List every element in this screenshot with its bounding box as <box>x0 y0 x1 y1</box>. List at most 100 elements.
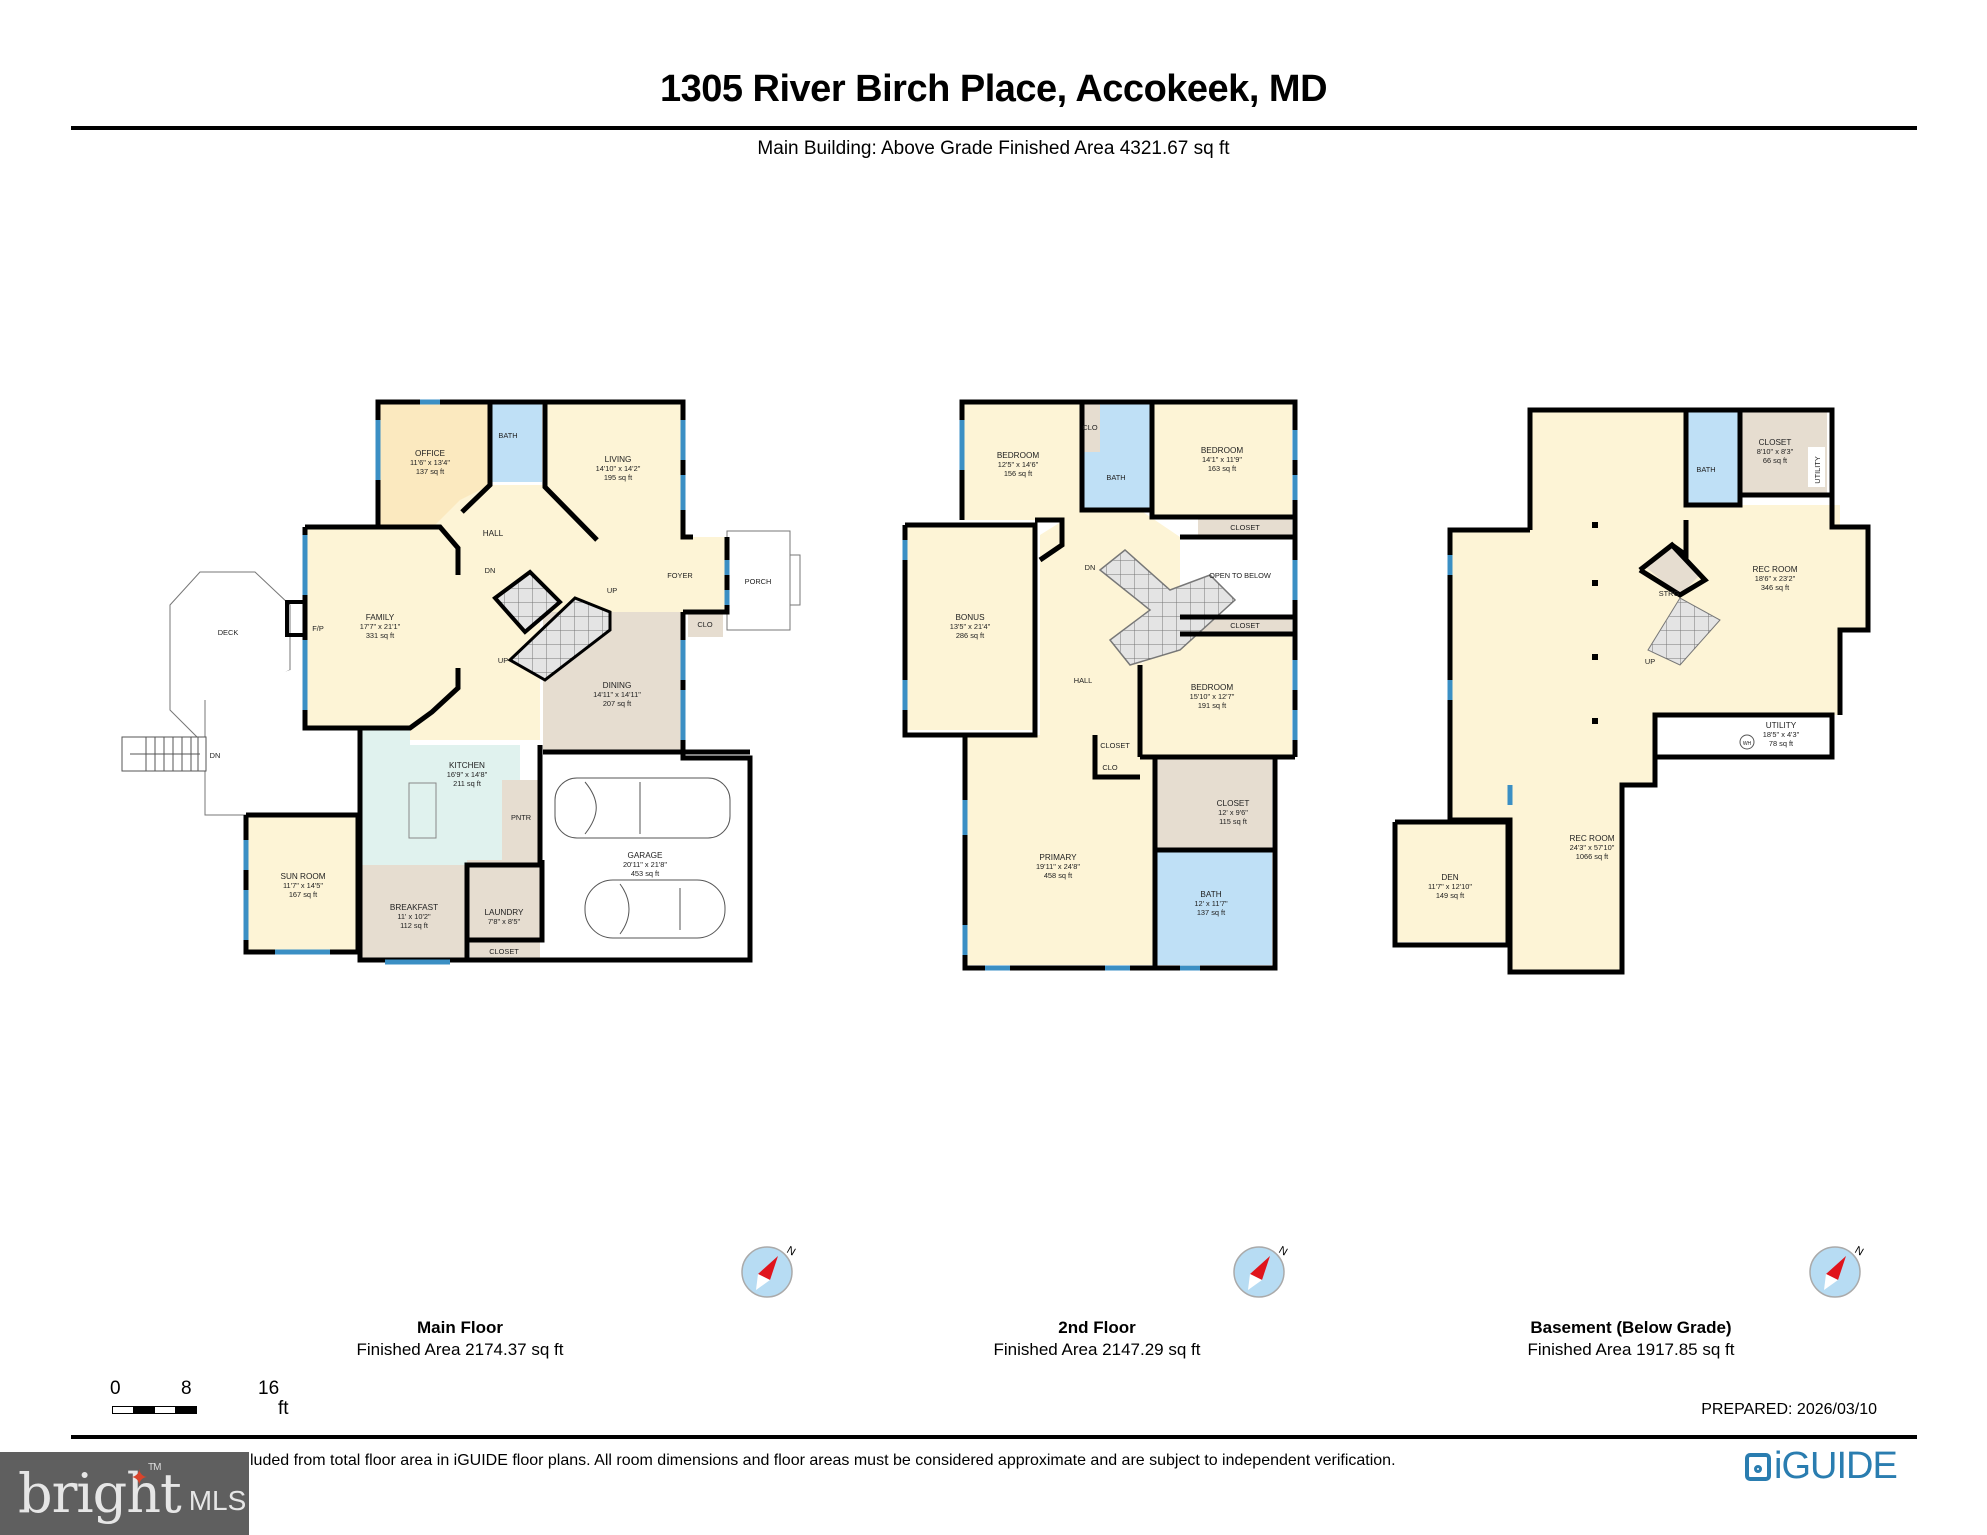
laundry-closet-label: CLOSET <box>489 947 519 956</box>
floor-name: Basement (Below Grade) <box>1530 1318 1732 1337</box>
room-rec-room-small <box>1685 505 1868 715</box>
living-label: LIVING <box>605 455 632 464</box>
room-bath <box>1688 410 1740 505</box>
closet-label: CLOSET <box>1217 799 1250 808</box>
room-foyer-closet <box>688 612 723 637</box>
deck-stairs <box>121 736 207 772</box>
stair-up-label: UP <box>498 656 508 665</box>
main-floor-caption: Main Floor Finished Area 2174.37 sq ft <box>260 1318 660 1360</box>
room-breakfast <box>360 865 467 962</box>
svg-text:331 sq ft: 331 sq ft <box>366 631 394 640</box>
svg-text:66 sq ft: 66 sq ft <box>1763 456 1787 465</box>
svg-text:286 sq ft: 286 sq ft <box>956 631 984 640</box>
svg-text:191 sq ft: 191 sq ft <box>1198 701 1226 710</box>
iguide-logo-icon <box>1745 1452 1771 1481</box>
svg-text:137 sq ft: 137 sq ft <box>1197 908 1225 917</box>
water-heater-icon <box>1739 734 1755 750</box>
dining-label: DINING <box>603 681 632 690</box>
room-hall <box>1040 510 1180 735</box>
pantry-label: PNTR <box>511 813 531 822</box>
basement-stairs <box>1647 597 1721 666</box>
svg-text:458 sq ft: 458 sq ft <box>1044 871 1072 880</box>
bath-label: BATH <box>1696 465 1715 474</box>
scale-tick: 0 <box>110 1378 121 1399</box>
svg-text:11' x 10'2": 11' x 10'2" <box>397 912 431 921</box>
laundry-label: LAUNDRY <box>485 908 525 917</box>
room-rec-room-large <box>1450 410 1685 970</box>
header-divider <box>71 126 1917 130</box>
svg-text:453 sq ft: 453 sq ft <box>631 869 659 878</box>
room-closet-2 <box>1200 617 1292 634</box>
kitchen-island <box>408 782 437 839</box>
svg-text:11'7" x 12'10": 11'7" x 12'10" <box>1428 882 1472 891</box>
sun-room-label: SUN ROOM <box>280 872 325 881</box>
svg-text:20'11" x 21'8": 20'11" x 21'8" <box>623 860 667 869</box>
svg-text:19'11" x 24'8": 19'11" x 24'8" <box>1036 862 1080 871</box>
utility-label: UTILITY <box>1766 721 1797 730</box>
compass-icon: N <box>741 1244 797 1298</box>
building-area-subtitle: Main Building: Above Grade Finished Area… <box>757 138 1230 159</box>
star-icon: ✦ <box>130 1466 148 1491</box>
bedroom-label: BEDROOM <box>997 451 1039 460</box>
basement-caption: Basement (Below Grade) Finished Area 191… <box>1431 1318 1831 1360</box>
stair-up-label: UP <box>1645 657 1655 666</box>
svg-text:17'7" x 21'1": 17'7" x 21'1" <box>360 622 401 631</box>
basement-plan: BATH CLOSET 8'10" x 8'3" 66 sq ft UTILIT… <box>1392 407 1871 975</box>
brand-name: iGUIDE <box>1774 1445 1898 1487</box>
room-sun-room <box>246 815 358 950</box>
iguide-logo: iGUIDE <box>1745 1445 1898 1488</box>
clo-label: CLO <box>1102 763 1117 772</box>
room-den <box>1395 822 1508 942</box>
svg-text:15'10" x 12'7": 15'10" x 12'7" <box>1190 692 1235 701</box>
second-stairs <box>1098 549 1237 666</box>
room-bedroom-3 <box>1140 634 1292 757</box>
bedroom-label: BEDROOM <box>1201 446 1243 455</box>
deck-label: DECK <box>218 628 239 637</box>
family-label: FAMILY <box>366 613 395 622</box>
stair-dn-label: DN <box>1085 563 1096 572</box>
car-icon <box>554 777 731 939</box>
svg-text:78 sq ft: 78 sq ft <box>1769 739 1793 748</box>
den-label: DEN <box>1441 873 1458 882</box>
closet-label: CLOSET <box>1100 741 1130 750</box>
support-columns <box>1592 522 1598 724</box>
svg-text:167 sq ft: 167 sq ft <box>289 890 317 899</box>
svg-text:14'10" x 14'2": 14'10" x 14'2" <box>596 464 641 473</box>
stair-up-label: UP <box>607 586 617 595</box>
second-floor-plan: BEDROOM 12'5" x 14'6" 156 sq ft CLO BATH… <box>902 399 1298 971</box>
compass-icon: N <box>1809 1244 1865 1298</box>
svg-text:1066 sq ft: 1066 sq ft <box>1576 852 1608 861</box>
main-stairs-up <box>507 596 612 682</box>
svg-text:163 sq ft: 163 sq ft <box>1208 464 1236 473</box>
rec-room-label: REC ROOM <box>1569 834 1614 843</box>
svg-text:18'5" x 4'3": 18'5" x 4'3" <box>1763 730 1800 739</box>
room-pantry <box>502 780 542 860</box>
svg-text:7'8" x 8'5": 7'8" x 8'5" <box>488 917 521 926</box>
main-stairs-down <box>492 569 563 635</box>
floor-name: Main Floor <box>417 1318 503 1337</box>
room-bedroom-1 <box>962 402 1082 520</box>
windows <box>1447 555 1513 805</box>
room-family <box>305 527 458 728</box>
rec-room-label: REC ROOM <box>1752 565 1797 574</box>
svg-text:18'6" x 23'2": 18'6" x 23'2" <box>1755 574 1796 583</box>
closet-label: CLOSET <box>1759 438 1792 447</box>
floor-name: 2nd Floor <box>1058 1318 1136 1337</box>
room-closet-4 <box>1155 757 1272 850</box>
stair-dn-label: DN <box>485 566 496 575</box>
svg-text:14'1" x 11'9": 14'1" x 11'9" <box>1202 455 1242 464</box>
closet-label: CLOSET <box>1230 621 1260 630</box>
room-closet <box>1198 517 1292 537</box>
room-kitchen <box>360 728 520 865</box>
svg-text:24'3" x 57'10": 24'3" x 57'10" <box>1570 843 1615 852</box>
utility-label: UTILITY <box>1813 456 1822 484</box>
foyer-label: FOYER <box>667 571 692 580</box>
room-bath-2 <box>1155 850 1272 965</box>
floor-area: Finished Area 1917.85 sq ft <box>1527 1340 1735 1359</box>
room-primary <box>965 735 1155 965</box>
bonus-label: BONUS <box>955 613 985 622</box>
scale-tick: 8 <box>181 1378 192 1399</box>
svg-text:14'11" x 14'11": 14'11" x 14'11" <box>593 690 641 699</box>
watermark-brand: bright ✦ TM <box>18 1462 182 1525</box>
